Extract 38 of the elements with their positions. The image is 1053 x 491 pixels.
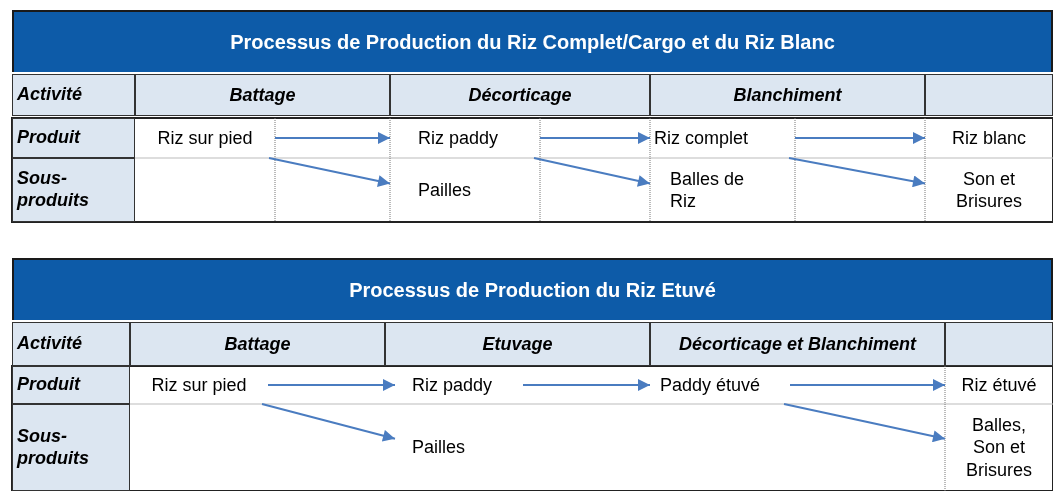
arrow	[783, 403, 946, 443]
product-name: Riz sur pied	[130, 366, 268, 404]
column-header: Décorticage	[390, 74, 650, 116]
by-product-name: Pailles	[390, 158, 540, 222]
arrow	[788, 157, 926, 188]
arrow	[267, 379, 396, 391]
product-name: Paddy étuvé	[650, 366, 790, 404]
product-name: Riz paddy	[390, 118, 540, 158]
arrow	[539, 132, 651, 144]
row-header: Produit	[12, 118, 135, 158]
by-product-name: Pailles	[395, 404, 520, 491]
product-name: Riz paddy	[395, 366, 523, 404]
row-header: Activité	[12, 74, 135, 116]
row-header: Sous-produits	[12, 158, 135, 222]
arrow	[261, 403, 396, 442]
column-header: Décorticage et Blanchiment	[650, 322, 945, 366]
by-product-name: Balles de Riz	[650, 158, 795, 222]
arrow	[522, 379, 651, 391]
product-name: Riz sur pied	[135, 118, 275, 158]
column-header: Battage	[135, 74, 390, 116]
row-header: Sous-produits	[12, 404, 130, 491]
table-title: Processus de Production du Riz Etuvé	[12, 258, 1053, 320]
product-name: Riz étuvé	[945, 366, 1053, 404]
arrow	[533, 157, 651, 187]
column-header: Battage	[130, 322, 385, 366]
column-header: Etuvage	[385, 322, 650, 366]
product-name: Riz complet	[650, 118, 795, 158]
by-product-name: Son et Brisures	[925, 158, 1053, 222]
product-name: Riz blanc	[925, 118, 1053, 158]
arrow	[274, 132, 391, 144]
arrow	[794, 132, 926, 144]
arrow	[268, 157, 391, 187]
table-title: Processus de Production du Riz Complet/Cargo et du Riz Blanc	[12, 10, 1053, 72]
arrow	[789, 379, 946, 391]
by-product-name: Balles, Son et Brisures	[945, 404, 1053, 491]
row-header: Produit	[12, 366, 130, 404]
column-header: Blanchiment	[650, 74, 925, 116]
row-header: Activité	[12, 322, 130, 366]
